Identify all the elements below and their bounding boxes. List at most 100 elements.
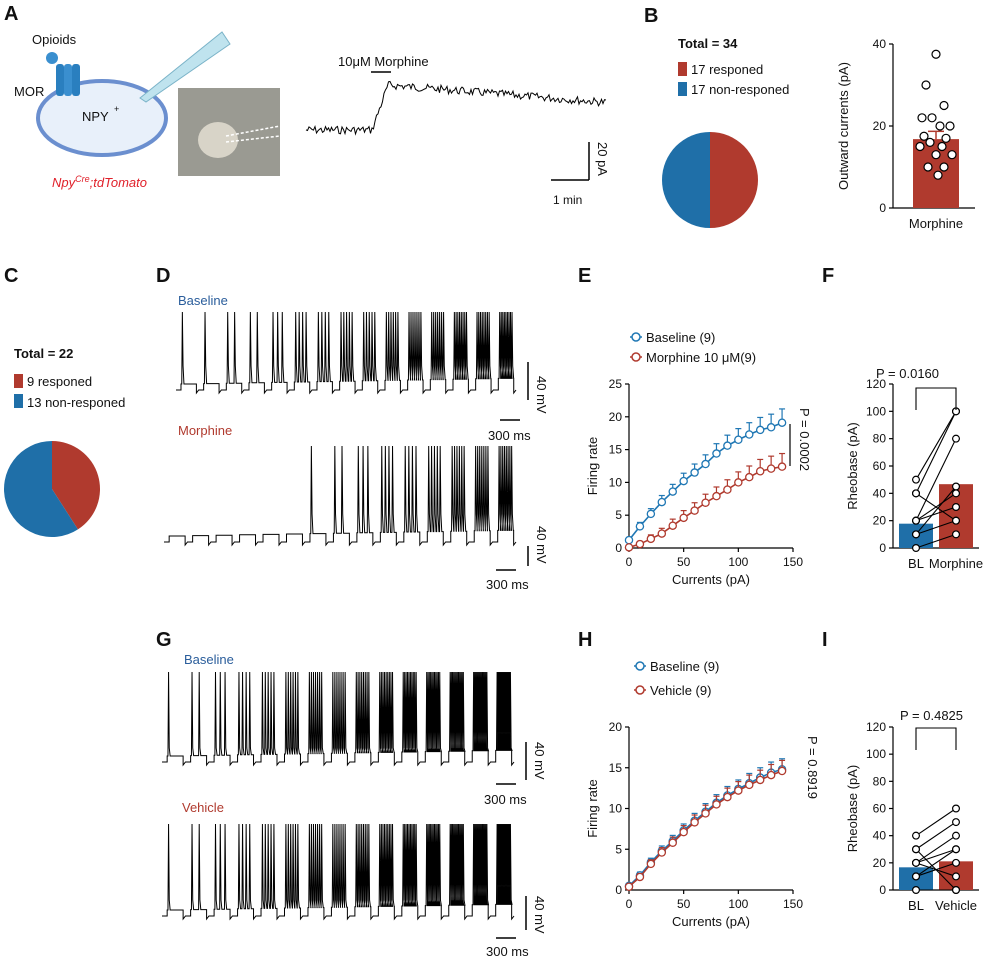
data-point xyxy=(931,150,941,160)
data-point xyxy=(766,423,776,432)
e-legend: Baseline (9) Morphine 10 μM(9) xyxy=(630,330,756,365)
series-line xyxy=(628,770,783,888)
panel-letter-i: I xyxy=(822,629,828,651)
data-point xyxy=(668,838,677,847)
c-legend-swatch-nonresponded xyxy=(14,394,23,408)
y-tick-label: 25 xyxy=(609,377,623,391)
panel-letter-f: F xyxy=(822,265,834,287)
b-pie xyxy=(662,132,758,228)
y-tick-label: 5 xyxy=(615,842,622,856)
d-scale-x-label-2: 300 ms xyxy=(486,577,529,592)
panel-letter-g: G xyxy=(156,629,172,651)
panel-letter-c: C xyxy=(4,265,18,287)
b-legend-nonresponded: 17 non-responed xyxy=(691,82,789,97)
c-legend-swatch-responded xyxy=(14,374,23,388)
data-point xyxy=(734,435,743,445)
data-point xyxy=(931,49,941,59)
y-tick-label: 120 xyxy=(866,720,886,734)
data-point xyxy=(766,464,776,473)
pair-line xyxy=(915,835,957,864)
data-point xyxy=(723,441,732,450)
data-point xyxy=(951,434,960,443)
y-tick-label: 20 xyxy=(873,856,887,870)
npy-label: NPY xyxy=(82,109,109,124)
data-point xyxy=(923,162,933,172)
pair-line xyxy=(915,411,957,480)
x-tick-label: 100 xyxy=(728,897,748,911)
genotype-label: NpyCre;tdTomato xyxy=(52,174,147,190)
data-point xyxy=(668,487,677,496)
y-axis-label: Rheobase (pA) xyxy=(845,765,860,852)
data-point xyxy=(937,141,947,152)
data-point xyxy=(745,780,754,790)
e-legend-morphine: Morphine 10 μM(9) xyxy=(646,350,756,365)
y-tick-label: 15 xyxy=(609,443,623,457)
data-point xyxy=(917,113,927,123)
d-morphine-trace xyxy=(164,445,517,547)
slice-photo xyxy=(178,88,281,176)
data-point xyxy=(712,491,721,501)
d-scale-y-label-1: 40 mV xyxy=(534,376,549,414)
data-point xyxy=(734,478,743,487)
data-point xyxy=(911,530,920,539)
scale-y-label: 20 pA xyxy=(595,142,610,176)
g-scale-y-label-1: 40 mV xyxy=(532,742,547,780)
mor-label: MOR xyxy=(14,84,44,99)
data-point xyxy=(927,113,937,123)
y-tick-label: 40 xyxy=(873,37,887,51)
x-tick-label: 50 xyxy=(677,555,691,569)
data-point xyxy=(624,882,634,891)
h-legend-vehicle: Vehicle (9) xyxy=(650,683,711,698)
data-point xyxy=(635,872,645,882)
f-pvalue: P = 0.0160 xyxy=(876,366,939,381)
panel-letter-d: D xyxy=(156,265,170,287)
data-point xyxy=(668,521,677,530)
x-tick-label: 0 xyxy=(626,897,633,911)
data-point xyxy=(777,462,787,471)
pair-line xyxy=(915,506,957,522)
data-point xyxy=(701,459,710,469)
d-scale-x-label-1: 300 ms xyxy=(488,428,531,443)
data-point xyxy=(635,522,645,531)
y-axis-label: Firing rate xyxy=(585,437,600,496)
data-point xyxy=(911,489,920,498)
receptor-icon xyxy=(46,52,80,96)
npy-sup: + xyxy=(114,104,119,114)
b-legend-swatch-nonresponded xyxy=(678,82,687,96)
data-point xyxy=(690,506,699,515)
data-point xyxy=(911,872,920,881)
data-point xyxy=(777,418,787,427)
y-tick-label: 15 xyxy=(609,761,623,775)
y-axis-label: Outward currents (pA) xyxy=(836,62,851,190)
y-tick-label: 0 xyxy=(615,541,622,555)
c-legend-nonresponded: 13 non-responed xyxy=(27,395,125,410)
c-legend-responded: 9 responed xyxy=(27,374,92,389)
x-tick-label: Morphine xyxy=(929,556,983,571)
data-point xyxy=(951,503,960,512)
significance-bracket xyxy=(915,727,957,750)
y-tick-label: 100 xyxy=(866,404,886,418)
data-point xyxy=(951,831,960,840)
data-point xyxy=(657,529,667,538)
data-point xyxy=(951,516,960,525)
x-tick-label: 0 xyxy=(626,555,633,569)
data-point xyxy=(915,141,925,152)
data-point xyxy=(755,425,765,435)
data-point xyxy=(679,827,688,837)
data-point xyxy=(646,534,656,544)
data-point xyxy=(657,848,667,857)
c-pie xyxy=(4,441,101,537)
y-tick-label: 20 xyxy=(873,119,887,133)
d-morphine-label: Morphine xyxy=(178,423,232,438)
y-tick-label: 80 xyxy=(873,774,887,788)
d-baseline-label: Baseline xyxy=(178,293,228,308)
series-line xyxy=(628,421,783,541)
d-baseline-trace xyxy=(176,311,517,395)
data-point xyxy=(657,497,667,507)
data-point xyxy=(635,539,645,549)
x-tick-label: 150 xyxy=(783,897,803,911)
data-point xyxy=(745,472,754,482)
y-tick-label: 40 xyxy=(873,829,887,843)
